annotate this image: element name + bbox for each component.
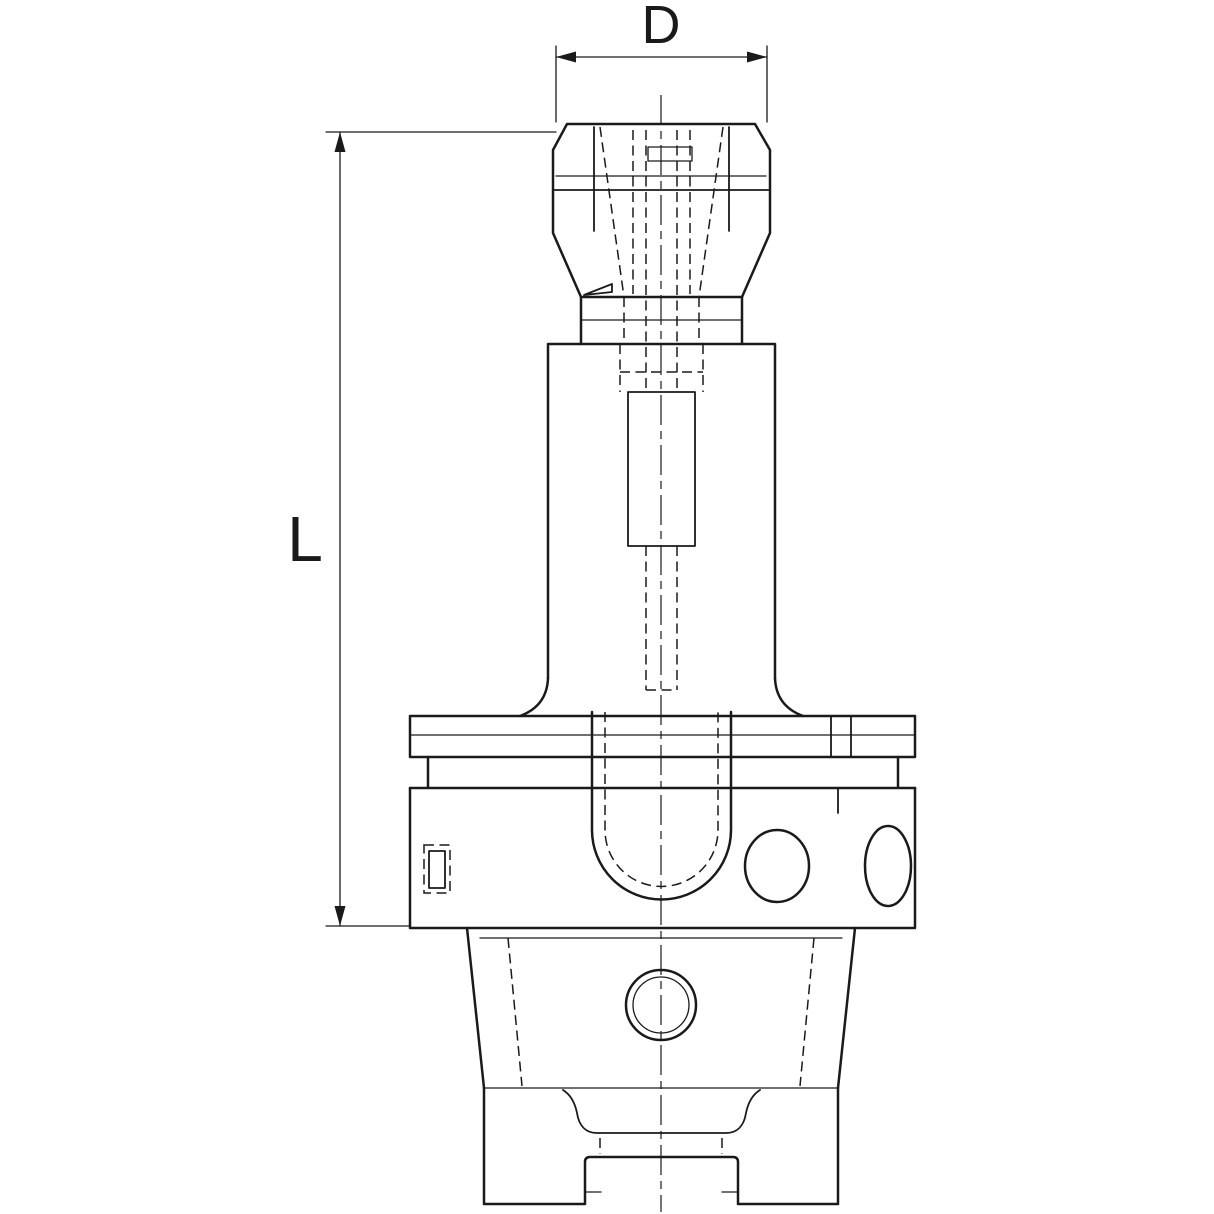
nut-hex-facets <box>593 126 730 232</box>
dimension-l-extension-lines <box>325 131 557 927</box>
body-flare <box>518 676 805 718</box>
pocket-hidden <box>619 344 704 392</box>
dimension-d-arrow-right <box>747 51 767 63</box>
orientation-notch <box>830 715 852 758</box>
collet-slot-mark <box>647 146 693 162</box>
flange-key-notch <box>428 850 446 889</box>
gripper-slot <box>590 710 733 901</box>
dimension-d-arrow-left <box>556 51 576 63</box>
flange-notch-hidden <box>423 844 451 894</box>
drive-slot-hidden <box>599 1138 723 1154</box>
hidden-lines <box>423 126 815 1154</box>
lower-flange <box>408 786 917 930</box>
dimension-d: D <box>555 0 768 123</box>
collet-inner-hidden <box>632 130 691 294</box>
dimension-d-label: D <box>642 0 681 55</box>
extraction-groove-marker <box>583 283 613 296</box>
clamping-access-hole <box>624 968 698 1042</box>
upper-flange <box>408 714 917 759</box>
shank-taper-sides <box>465 926 857 1090</box>
clamping-access-hole-chamfer <box>632 976 690 1034</box>
v-groove-band <box>408 755 917 790</box>
collet-pocket-window <box>627 391 696 547</box>
center-bore-lower-hidden <box>645 546 678 691</box>
body-cylinder <box>546 342 777 680</box>
shank-end-and-drive-slot <box>482 1086 840 1206</box>
balance-hole-inner <box>743 828 811 904</box>
shank-bore-hidden <box>507 937 815 1087</box>
dimension-l-label: L <box>287 503 323 575</box>
flange-outline <box>408 710 917 930</box>
dimension-d-extension-lines <box>555 45 768 123</box>
coupling-contour <box>562 1089 761 1134</box>
balance-hole-outer <box>863 824 913 908</box>
gripper-slot-inner-hidden <box>604 712 719 888</box>
dimension-l-arrow-top <box>334 132 346 152</box>
collet-taper-hidden <box>599 126 724 344</box>
body-outline <box>518 342 805 718</box>
dimension-l: L <box>287 131 557 927</box>
collet-nut-outline <box>551 122 772 346</box>
center-bore-upper-hidden <box>645 130 678 392</box>
shank-outline <box>465 926 857 1206</box>
dimension-l-arrow-bottom <box>334 906 346 926</box>
